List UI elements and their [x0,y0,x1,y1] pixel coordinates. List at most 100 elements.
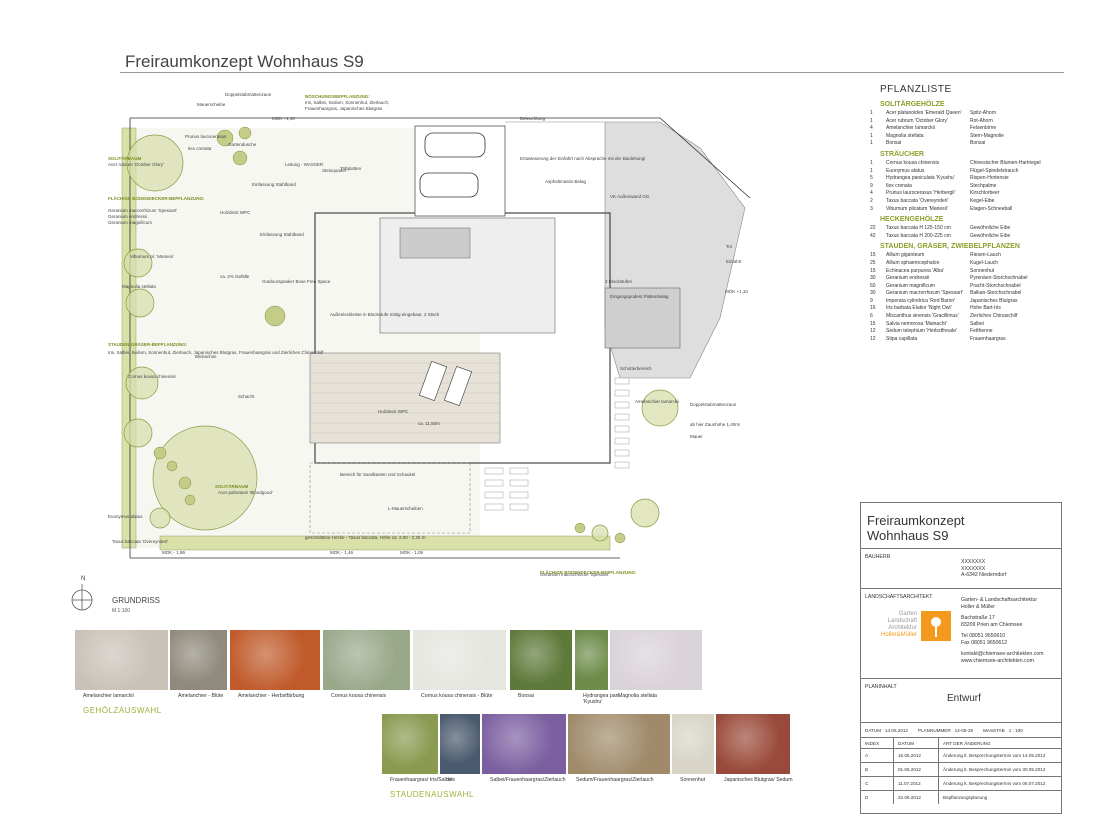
page-title: Freiraumkonzept Wohnhaus S9 [125,52,364,71]
plant-photo [440,714,480,774]
tree-taxus [591,524,609,542]
rev-index: B [861,763,894,776]
plan-label: ab hier Zaunhöhe 1,40m! [690,422,740,427]
plant-botanical-name: Echinacea purpurea 'Alba' [886,267,945,274]
plant-qty: 25 [870,259,876,266]
rev-change: Änderung lt. Besprechungstermin vom 06.0… [943,781,1046,786]
address-line: 83209 Prien am Chiemsee [961,621,1023,628]
plant-botanical-name: Allium giganteum [886,252,925,259]
architect-line: Garten- & Landschaftsarchitektur [961,597,1038,603]
plan-label: Acer palmatum 'Bloodgood' [218,490,273,495]
plant-photo [230,630,320,690]
plan-label: Prunus laurocerasus [185,134,227,139]
plan-label: Acer rubrum 'October Glory' [108,162,164,167]
logo-text: Holler&Müller [880,632,917,638]
plant-common-name: Gewöhnliche Eibe [970,232,1011,239]
photo-caption: Salbei/Frauenhaargras/Zierlauch [490,777,566,783]
plant-common-name: Balkan-Storchschnabel [970,290,1022,297]
rev-date: 11.07.2012 [894,777,939,790]
photo-caption: Sonnenhut [680,777,706,783]
plan-label: Doppelstabmattenzaun [690,402,737,407]
driveway-area [505,121,746,379]
rev-date: 22.08.2012 [894,791,939,804]
phone-line: Tel 08051 9650610 [961,633,1006,639]
tree-viburnum [123,248,153,278]
rev-header-index: INDEX [861,738,894,748]
masstab-value: 1 : 100 [1008,727,1023,733]
plant-qty: 4 [870,190,873,197]
phone-line: Fax 08051 9650612 [961,639,1008,646]
plan-label: Entwässerung der Einfahrt nach Absprache… [520,156,645,161]
plant-botanical-name: Hydrangea paniculata 'Kyushu' [886,175,955,182]
website-link[interactable]: www.chiemsee-architekten.com [961,657,1034,664]
plan-label: Geranium macrorrhizum 'Spessart' [540,572,609,577]
plan-label: Euonymus alatus [108,514,143,519]
plan-label: Iris, Salbei, Sedum, Sonnenhut, Zierlauc… [305,100,389,105]
tree-magnolia [125,288,155,318]
plant-botanical-name: Cornus kousa chinensis [886,159,940,166]
plant-photo [382,714,438,774]
plan-label: Außenleckleiste in Blockstufe mittig ein… [330,312,440,317]
plant-qty: 2 [870,197,873,204]
plant-qty: 42 [870,232,876,239]
plan-label: ca. 2% Gefälle [220,274,250,279]
plant-photo [716,714,790,774]
tree-acer-palmatum [152,425,258,531]
plant-botanical-name: Salvia nemorosa 'Mainacht' [886,320,947,327]
photo-caption: Cornus kousa chinensis [331,693,387,699]
plant-common-name: Frauenhaargras [970,335,1006,342]
plant-photo [75,630,168,690]
plan-label: Blickachse [195,354,217,359]
plan-label: L-Mauerscheiben [388,506,423,511]
plant-botanical-name: Miscanthus sinensis 'Gracillimus' [886,313,959,320]
plant-botanical-name: Magnolia stellata [886,132,924,139]
plant-common-name: Rispen-Hortensie [970,175,1009,182]
rev-header-date: DATUM [894,738,939,748]
photo-caption: Amelanchier - Blüte [178,693,224,699]
datum-label: DATUM [865,727,881,733]
plant-botanical-name: Amelanchier lamarckii [886,125,935,132]
rev-index: C [861,777,894,790]
plan-label: VK Außenwand OG [610,194,650,199]
rev-date: 16.05.2012 [894,749,939,762]
plan-label: Eingangspodest Plattenbelag [610,294,669,299]
lounger-2 [443,365,473,407]
plannummer-value: 12-05-26 [954,727,974,733]
plan-label: Taxus baccata 'Overeynderi' [112,539,168,544]
plan-label: ca. 11,50m [418,421,440,426]
plant-common-name: Riesen-Lauch [970,252,1001,259]
plant-common-name: Fetthenne [970,328,993,335]
plant-common-name: Kirschlorbeer [970,190,1000,197]
plant-photo [413,630,506,690]
plan-label: MOK - 1,09 [400,550,424,555]
address-line: Bachstraße 17 [961,615,995,621]
planinhalt-value: Entwurf [947,693,981,704]
plant-section-heading: SOLITÄRGEHÖLZE [880,101,945,108]
plan-label: 2 Blockstufen [605,279,633,284]
plant-botanical-name: Geranium magnificum [886,282,935,289]
planinhalt-label: PLANINHALT [865,684,897,690]
plan-label: Steinquader [322,168,347,173]
rev-change: Änderung lt. Besprechungstermin vom 14.0… [943,753,1046,758]
logo-text: Architektur [888,625,917,631]
email-link[interactable]: kontakt@chiemsee-architekten.com [961,651,1044,657]
plant-common-name: Japanisches Blutgras [970,297,1018,304]
plant-common-name: Flügel-Spindelstrauch [970,167,1019,174]
bauherr-label: BAUHERR [865,554,891,560]
meta-row: DATUM 14.05.2012 PLANNUMMER 12-05-26 MAS… [861,723,1061,738]
plant-common-name: Pyrenäen-Storchschnabel [970,275,1028,282]
plant-qty: 1 [870,159,873,166]
plant-botanical-name: Geranium endressii [886,275,930,282]
plant-botanical-name: Iris barbata Elatior 'Night Owl' [886,305,952,312]
plant-botanical-name: Geranium macrorrhizum 'Spessart' [886,290,963,297]
